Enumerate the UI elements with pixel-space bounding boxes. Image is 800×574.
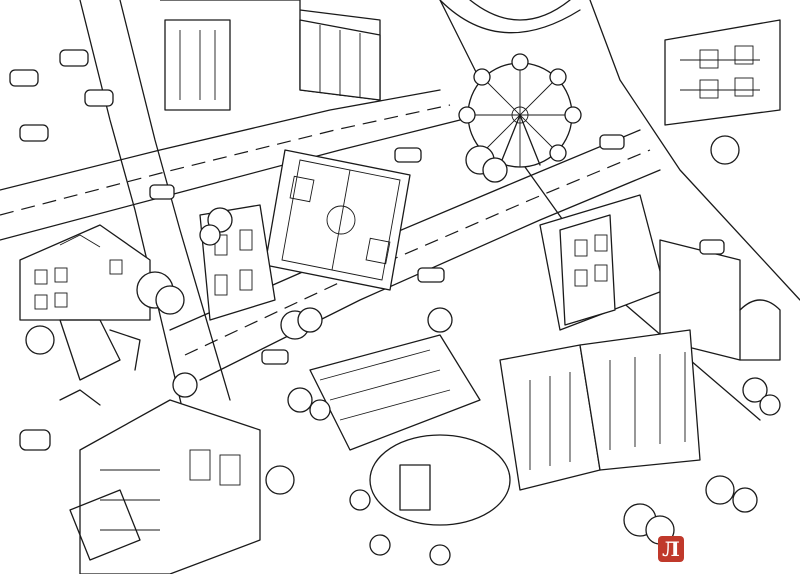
building-top-center xyxy=(160,0,381,111)
buildings xyxy=(19,0,781,574)
building-bottom-left xyxy=(69,399,261,574)
building-left xyxy=(19,224,151,321)
cars xyxy=(9,49,725,451)
playground-and-people xyxy=(59,319,511,566)
ferris-wheel xyxy=(439,0,582,168)
trees xyxy=(25,135,781,545)
building-right-middle xyxy=(539,194,781,361)
football-pitch xyxy=(264,149,411,291)
building-top-right xyxy=(664,19,781,126)
publisher-logo-icon: Л xyxy=(658,536,684,562)
building-bottom-middle xyxy=(309,334,481,451)
building-bottom-right xyxy=(499,329,701,491)
